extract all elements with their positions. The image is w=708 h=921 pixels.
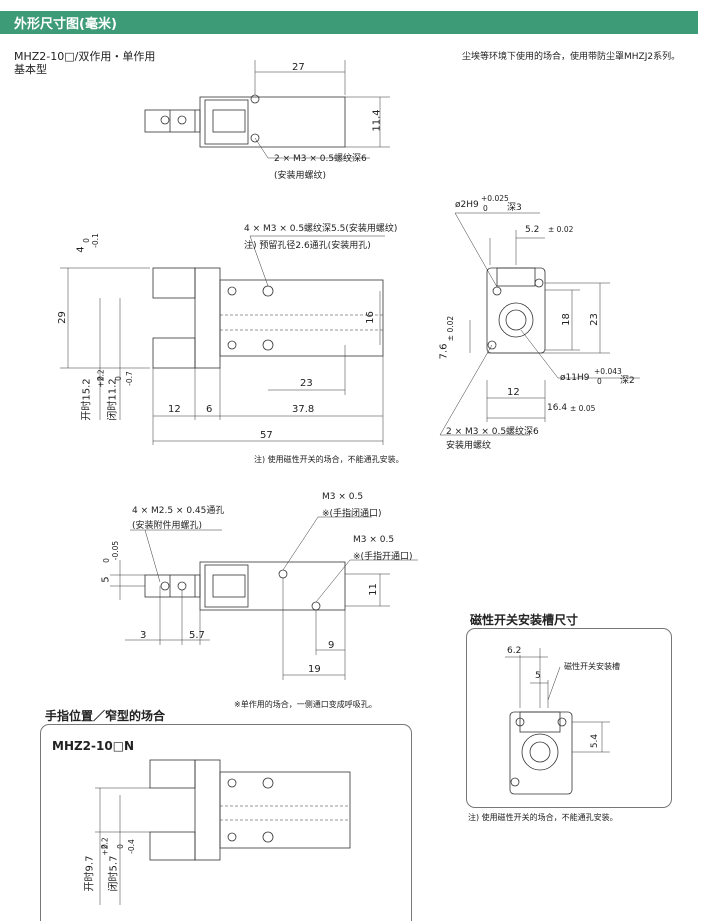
bore-depth: 深2 bbox=[620, 376, 635, 386]
dim-4-tol-lower: -0.1 bbox=[90, 233, 100, 248]
dim-5-tol-lower: -0.05 bbox=[111, 540, 121, 561]
end-dim-18: 18 bbox=[560, 313, 572, 326]
dim-5-2: 5.2 bbox=[525, 225, 540, 235]
slot-dim-5-4: 5.4 bbox=[590, 733, 601, 749]
close-tol-upper: 0 bbox=[113, 376, 123, 381]
port-close-label: M3 × 0.5 bbox=[322, 492, 364, 502]
slot-dim-6-2: 6.2 bbox=[507, 646, 522, 656]
switch-slot-title: 磁性开关安装槽尺寸 bbox=[470, 613, 579, 627]
open-position-label: 开时15.2 bbox=[81, 378, 93, 421]
port-close-note: ※(手指闭通口) bbox=[322, 509, 382, 519]
mount-thread-note: (安装用螺纹) bbox=[274, 171, 327, 181]
mount-thread-label: 2 × M3 × 0.5螺纹深6 bbox=[274, 154, 367, 164]
bore-tol-lower: 0 bbox=[597, 377, 602, 386]
dim-7-6: 7.6 bbox=[438, 343, 450, 360]
bore-tol-upper: +0.043 bbox=[594, 367, 622, 376]
dim-37-8: 37.8 bbox=[292, 404, 315, 415]
pin-depth: 深3 bbox=[507, 203, 522, 213]
magnetic-switch-note: 注) 使用磁性开关的场合，不能通孔安装。 bbox=[254, 455, 404, 464]
dust-cover-note: 尘埃等环境下使用的场合，使用带防尘罩MHZJ2系列。 bbox=[462, 52, 681, 62]
dim-16-4: 16.4 bbox=[547, 403, 568, 413]
end-thread-note: 安装用螺纹 bbox=[446, 441, 492, 451]
end-dim-23: 23 bbox=[588, 313, 600, 326]
dim-12: 12 bbox=[168, 404, 181, 415]
pin-tol-upper: +0.025 bbox=[481, 194, 509, 203]
dim-6: 6 bbox=[206, 404, 213, 415]
dim-7-6-tol: ± 0.02 bbox=[446, 315, 456, 342]
dim-29: 29 bbox=[56, 311, 68, 324]
dim-5-2-tol: ± 0.02 bbox=[548, 225, 574, 234]
end-dim-12: 12 bbox=[507, 387, 520, 398]
dim-16: 16 bbox=[364, 311, 376, 324]
slot-dim-5: 5 bbox=[535, 671, 541, 681]
dim-16-4-tol: ± 0.05 bbox=[570, 404, 596, 413]
bore-label: ø11H9 bbox=[560, 373, 590, 383]
bottom-thread-note: (安装附件用螺孔) bbox=[132, 521, 203, 531]
dim-5-tol-upper: 0 bbox=[101, 558, 111, 563]
narrow-type-title: 手指位置／窄型的场合 bbox=[45, 709, 166, 723]
pin-hole-label: ø2H9 bbox=[455, 200, 479, 210]
dim-27: 27 bbox=[292, 62, 305, 73]
narrow-close-tol-lower: -0.4 bbox=[126, 839, 136, 854]
model-label: MHZ2-10□/双作用・单作用 bbox=[14, 50, 156, 63]
end-thread-label: 2 × M3 × 0.5螺纹深6 bbox=[446, 427, 539, 437]
dim-19: 19 bbox=[308, 664, 321, 675]
slot-label: 磁性开关安装槽 bbox=[564, 662, 620, 671]
variant-label: 基本型 bbox=[14, 63, 47, 76]
dim-11: 11 bbox=[367, 583, 379, 596]
dim-5-7: 5.7 bbox=[189, 630, 205, 641]
switch-slot-frame bbox=[466, 628, 672, 808]
close-position-label: 闭时11.2 bbox=[107, 378, 119, 421]
dim-9: 9 bbox=[328, 640, 335, 651]
port-open-note: ※(手指开通口) bbox=[353, 552, 413, 562]
dim-5: 5 bbox=[100, 576, 112, 583]
front-hole-note: 注) 预留孔径2.6通孔(安装用孔) bbox=[244, 241, 371, 251]
page-title: 外形尺寸图(毫米) bbox=[14, 17, 117, 32]
close-tol-lower: -0.7 bbox=[124, 371, 134, 386]
narrow-model-label: MHZ2-10□N bbox=[52, 739, 135, 753]
pin-tol-lower: 0 bbox=[483, 204, 488, 213]
bottom-thread-label: 4 × M2.5 × 0.45通孔 bbox=[132, 506, 225, 516]
narrow-open-label: 开时9.7 bbox=[84, 855, 96, 892]
section-header-bar: 外形尺寸图(毫米) bbox=[0, 11, 698, 34]
narrow-open-tol-lower: 0 bbox=[99, 844, 109, 849]
dim-11-4: 11.4 bbox=[371, 109, 383, 132]
narrow-type-frame bbox=[40, 724, 412, 921]
dim-23: 23 bbox=[300, 378, 313, 389]
single-acting-note: ※单作用的场合，一侧通口变成呼吸孔。 bbox=[234, 700, 377, 709]
dim-3: 3 bbox=[140, 630, 147, 641]
slot-note: 注) 使用磁性开关的场合，不能通孔安装。 bbox=[468, 813, 618, 822]
dim-4-tol-upper: 0 bbox=[81, 238, 91, 243]
dim-4: 4 bbox=[75, 246, 87, 253]
port-open-label: M3 × 0.5 bbox=[353, 535, 395, 545]
front-thread-label: 4 × M3 × 0.5螺纹深5.5(安装用螺纹) bbox=[244, 224, 398, 234]
narrow-close-label: 闭时5.7 bbox=[108, 855, 120, 892]
dim-57: 57 bbox=[260, 430, 273, 441]
narrow-close-tol-upper: 0 bbox=[115, 844, 125, 849]
